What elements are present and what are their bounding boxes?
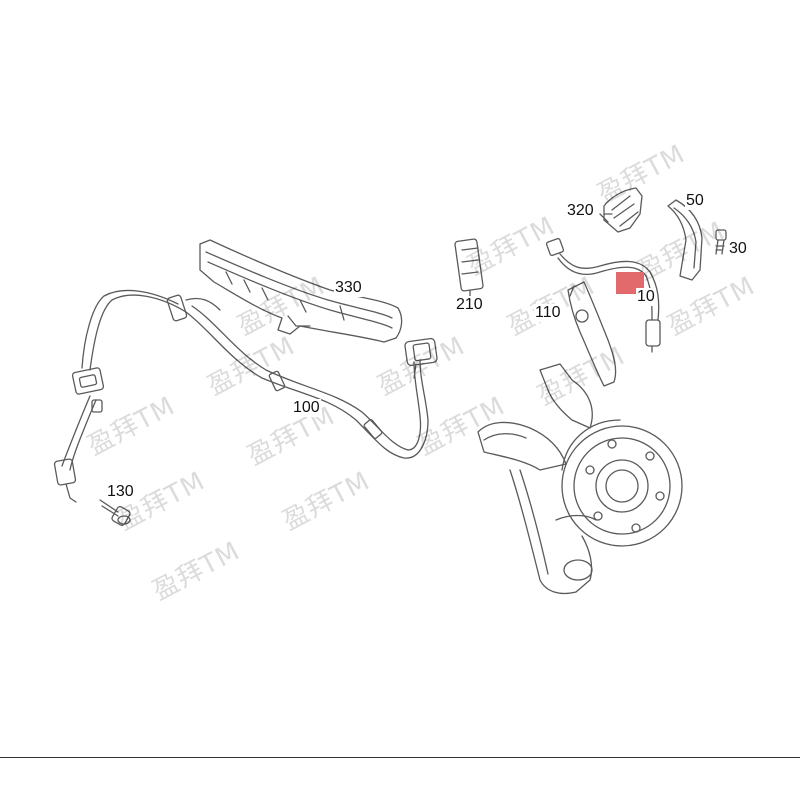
wiring-harness-100: [53, 289, 438, 503]
callout-330: 330: [334, 279, 363, 297]
callout-30: 30: [728, 240, 748, 258]
callout-210: 210: [455, 296, 484, 314]
callout-100: 100: [292, 399, 321, 417]
bracket-330: [199, 239, 403, 343]
callout-10: 10: [636, 288, 656, 306]
screw-30: [715, 229, 727, 255]
steering-knuckle: [477, 363, 683, 595]
bracket-50: [667, 199, 703, 281]
callout-50: 50: [685, 192, 705, 210]
callout-130: 130: [106, 483, 135, 501]
connector-210: [454, 238, 484, 299]
callout-110: 110: [534, 304, 562, 322]
shield-110: [567, 281, 617, 387]
clip-320: [599, 187, 643, 233]
bolt-130: [99, 499, 131, 526]
footer-divider: [0, 757, 800, 758]
callout-320: 320: [566, 202, 595, 220]
